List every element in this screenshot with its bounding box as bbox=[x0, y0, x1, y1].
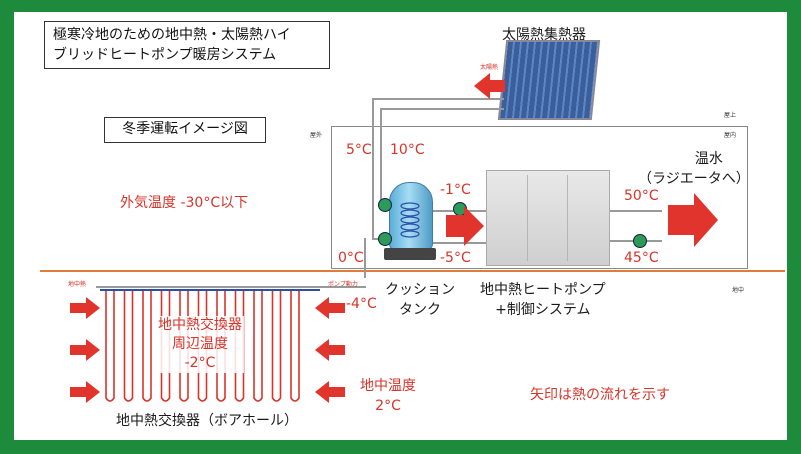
heat-pump-line-2: +制御システム bbox=[495, 302, 591, 318]
title-line-1: 極寒冷地のための地中熱・太陽熱ハイ bbox=[53, 27, 291, 43]
borehole-loop bbox=[234, 290, 245, 402]
borehole-loop bbox=[179, 290, 189, 402]
hot-water-label: 温水 （ラジエータへ） bbox=[638, 148, 750, 188]
solar-collector-label: 太陽熱集熱器 bbox=[502, 27, 586, 43]
heat-arrow-ground-right-3 bbox=[315, 381, 345, 403]
zone-label-underground: 地中 bbox=[732, 287, 745, 294]
cushion-tank-stand bbox=[384, 248, 436, 260]
heat-arrow-ground-left-1 bbox=[70, 297, 100, 319]
hot-water-line-2: （ラジエータへ） bbox=[638, 171, 750, 187]
zone-label-roof: 屋上 bbox=[724, 112, 737, 119]
ground-hx-line-1: 地中熱交換器 bbox=[158, 317, 242, 333]
heat-arrow-to-heatpump bbox=[446, 206, 484, 246]
heat-arrow-hot-water bbox=[668, 193, 718, 247]
temp-heatpump-out: -5°C bbox=[440, 250, 471, 266]
ground-hx-label: 地中熱交換器 周辺温度 -2°C bbox=[156, 316, 244, 373]
borehole-loop bbox=[253, 290, 263, 402]
heat-arrow-ground-right-1 bbox=[315, 297, 345, 319]
ground-heat-small-label: 地中熱 bbox=[68, 281, 87, 288]
diagram-title: 極寒冷地のための地中熱・太陽熱ハイ ブリッドヒートポンプ暖房システム bbox=[44, 21, 330, 69]
hot-water-line-1: 温水 bbox=[694, 151, 723, 167]
borehole-loop bbox=[290, 290, 300, 402]
temp-hot-return: 45°C bbox=[624, 250, 659, 266]
pipe-ground-header bbox=[96, 286, 366, 288]
heat-arrow-solar bbox=[474, 73, 505, 99]
heat-arrow-ground-right-2 bbox=[315, 339, 345, 361]
borehole-label: 地中熱交換器（ボアホール） bbox=[116, 413, 298, 429]
zone-label-outdoor: 屋外 bbox=[310, 132, 323, 139]
tank-coil bbox=[400, 202, 420, 238]
heat-arrow-ground-left-2 bbox=[70, 339, 100, 361]
pipe-solar-return bbox=[380, 108, 504, 110]
zone-label-indoor: 屋内 bbox=[724, 132, 737, 139]
temp-hot-supply: 50°C bbox=[624, 188, 659, 204]
borehole-loop bbox=[271, 290, 282, 402]
borehole-loop bbox=[197, 290, 208, 402]
cushion-tank-label: クッション タンク bbox=[385, 280, 455, 320]
pump-power-small-label: ポンプ動力 bbox=[328, 281, 358, 288]
pump-icon bbox=[633, 234, 647, 248]
borehole-loop bbox=[123, 290, 134, 402]
arrow-legend-note: 矢印は熱の流れを示す bbox=[530, 387, 670, 403]
pipe-hot-supply bbox=[608, 210, 662, 212]
heat-pump-label: 地中熱ヒートポンプ +制御システム bbox=[480, 280, 606, 320]
ground-temp-line-2: 2°C bbox=[375, 398, 401, 414]
pump-icon bbox=[378, 232, 392, 246]
title-line-2: ブリッドヒートポンプ暖房システム bbox=[53, 47, 277, 63]
temp-tank-bottom: 0°C bbox=[338, 250, 364, 266]
heat-arrow-ground-left-3 bbox=[70, 381, 100, 403]
borehole-loops bbox=[100, 289, 320, 402]
heat-pump-line-1: 地中熱ヒートポンプ bbox=[480, 282, 606, 298]
pump-icon bbox=[378, 198, 392, 212]
cushion-tank-line-1: クッション bbox=[385, 282, 455, 298]
pipe-tank-inner bbox=[380, 108, 382, 204]
borehole-loop bbox=[216, 290, 226, 402]
temp-heatpump-in: -1°C bbox=[440, 182, 471, 198]
ground-temp-line-1: 地中温度 bbox=[360, 378, 416, 394]
diagram-subtitle: 冬季運転イメージ図 bbox=[104, 117, 266, 143]
borehole-loop bbox=[105, 290, 115, 402]
ground-hx-line-2: 周辺温度 bbox=[172, 336, 228, 352]
borehole-loop bbox=[142, 290, 152, 402]
pipe-hp-out bbox=[431, 242, 487, 244]
temp-ground-return: -4°C bbox=[346, 296, 377, 312]
heat-pump-unit bbox=[486, 170, 610, 266]
temp-tank-top-left: 5°C bbox=[346, 142, 372, 158]
ground-temperature-label: 地中温度 2°C bbox=[360, 376, 416, 416]
building-outline bbox=[331, 126, 748, 269]
pipe-solar-supply bbox=[372, 98, 504, 100]
borehole-loop bbox=[160, 290, 171, 402]
outside-temperature-label: 外気温度 -30°C以下 bbox=[120, 195, 249, 211]
ground-surface-line bbox=[40, 270, 785, 272]
cushion-tank-line-2: タンク bbox=[399, 302, 441, 318]
pipe-tank-left bbox=[372, 98, 374, 238]
temp-tank-top-right: 10°C bbox=[390, 142, 425, 158]
ground-hx-line-3: -2°C bbox=[184, 355, 216, 371]
solar-heat-label: 太陽熱 bbox=[480, 64, 499, 71]
pipe-down-ground bbox=[364, 238, 366, 278]
